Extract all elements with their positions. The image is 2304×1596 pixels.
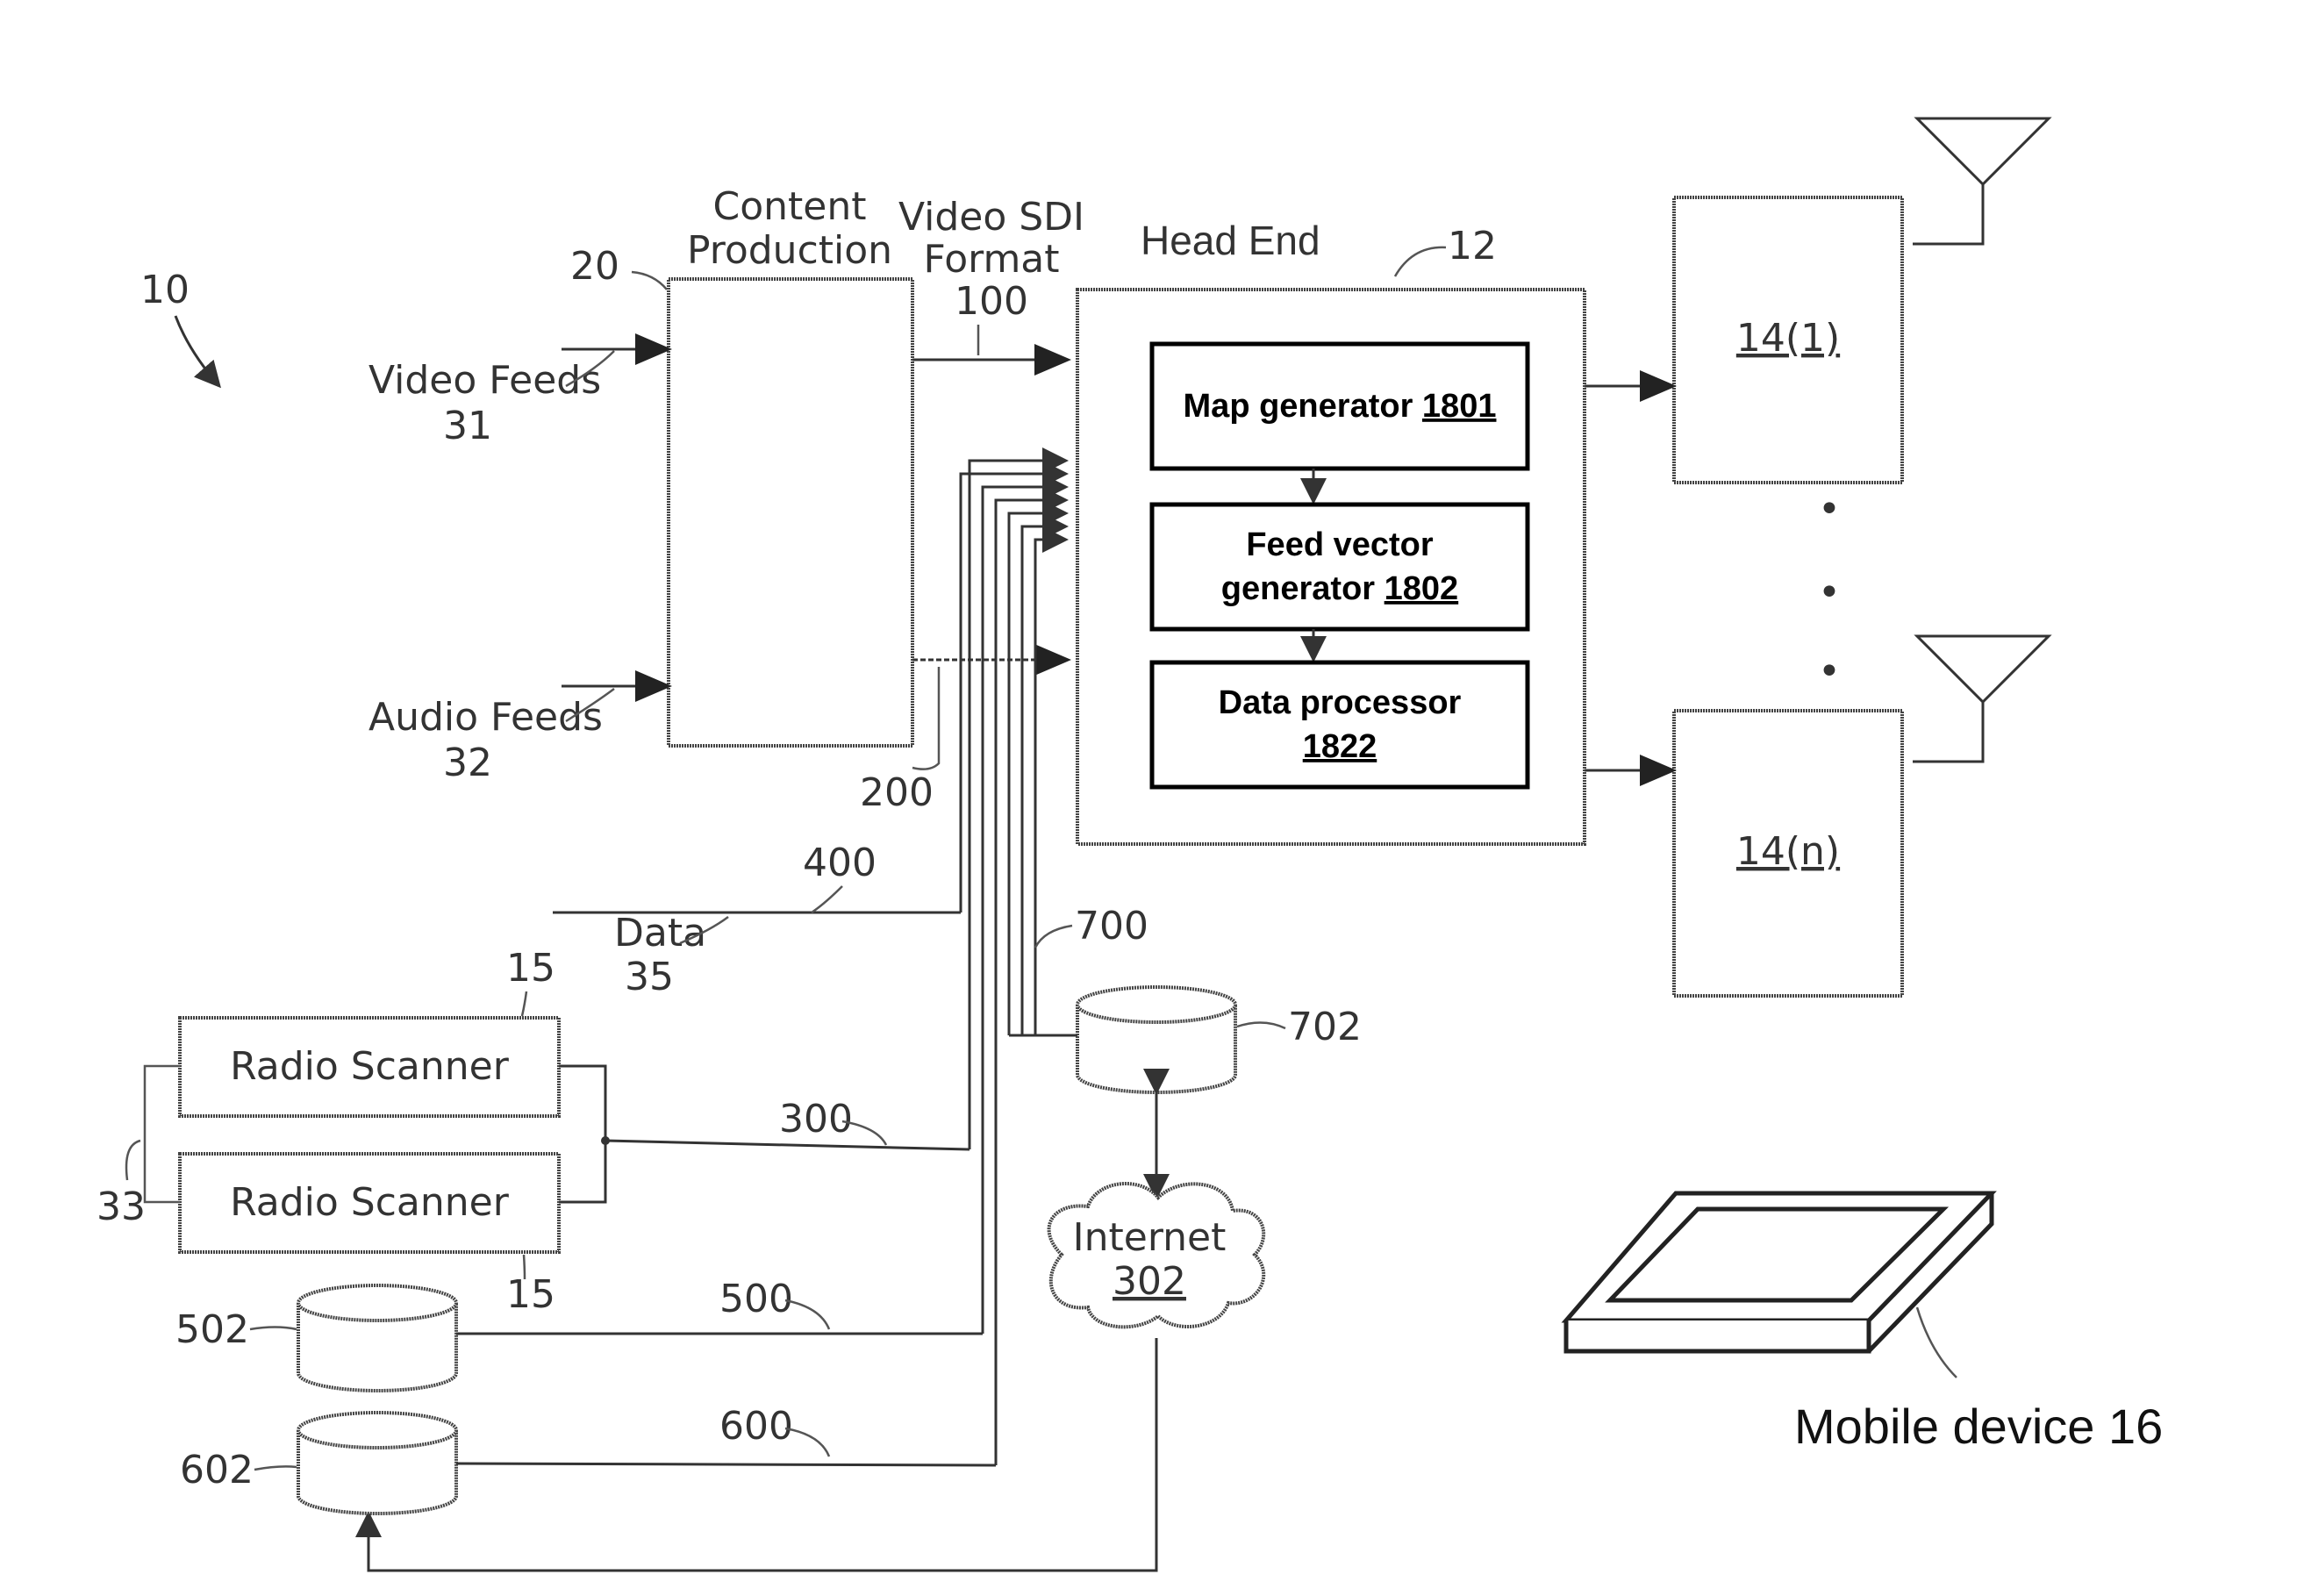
content-production-box [669,279,912,746]
feed-vector-line2-group: generator 1802 [1221,570,1458,607]
content-production-title-line1: Content [713,184,867,229]
mobile-device-icon [1566,1193,1992,1351]
ref-702: 702 [1288,1005,1362,1049]
radio-scanner-1-label: Radio Scanner [230,1044,510,1089]
database-502-icon [298,1285,456,1391]
ref-15-top: 15 [506,946,555,991]
internet-ref: 302 [1113,1259,1186,1304]
ellipsis-dot-1: • [1818,487,1841,532]
ref-200-leader [912,667,939,769]
ref-400-leader [812,886,842,913]
audio-feeds-ref: 32 [443,741,492,785]
content-production-ref: 20 [570,244,619,289]
feed-vector-generator-box [1152,505,1528,629]
ref-15-bottom: 15 [506,1272,555,1317]
database-602-icon [298,1413,456,1514]
system-ref-arrow [175,316,219,386]
data-label: Data [614,911,706,955]
video-sdi-ref: 100 [955,279,1028,324]
feed-vector-line2: generator [1221,570,1375,607]
ref-33: 33 [97,1184,146,1229]
ref-15-bottom-leader [524,1255,525,1279]
line-600-bus [996,500,1066,1465]
video-feeds-ref: 31 [443,404,492,448]
ref-33-leader [126,1141,140,1180]
ref-500: 500 [719,1277,793,1321]
mobile-device-label: Mobile device 16 [1794,1399,2163,1454]
scanner-bracket-right [559,1066,605,1202]
internet-label: Internet [1073,1215,1227,1260]
ref-300: 300 [779,1097,853,1142]
radio-scanner-2-label: Radio Scanner [230,1180,510,1225]
line-700-bus [1009,513,1066,1035]
line-700b-bus [1022,526,1066,1035]
line-300 [605,1141,970,1149]
map-generator-text: Map generator [1184,388,1413,425]
antenna-n-icon [1913,636,2049,762]
feed-vector-line1: Feed vector [1246,526,1434,563]
head-end-ref-leader [1395,247,1446,276]
ellipsis-dot-3: • [1818,649,1841,694]
scanner-bracket-left [145,1066,180,1202]
data-ref: 35 [625,955,674,999]
database-702-icon [1077,987,1235,1092]
line-600 [456,1464,996,1465]
ref-502-leader [250,1328,297,1330]
line-702-bus [1035,540,1066,1035]
antenna-1-icon [1913,118,2049,244]
ref-600: 600 [719,1404,793,1449]
data-processor-label: Data processor [1219,684,1462,721]
ref-602: 602 [180,1448,254,1492]
internet-to-602-link [368,1338,1156,1571]
ellipsis-dot-2: • [1818,570,1841,615]
system-ref: 10 [140,268,190,312]
ref-602-leader [254,1466,297,1470]
transmitter-1-label: 14(1) [1736,316,1840,361]
head-end-title: Head End [1141,218,1320,263]
ref-502: 502 [175,1307,249,1352]
map-generator-label: Map generator 1801 [1184,388,1497,425]
video-sdi-line1: Video SDI [898,195,1084,240]
map-generator-ref: 1801 [1422,388,1497,425]
transmitter-n-label: 14(n) [1736,829,1840,874]
ref-702-leader [1237,1022,1285,1028]
head-end-ref: 12 [1448,224,1497,268]
ref-400: 400 [803,841,877,885]
mobile-device-leader [1917,1307,1957,1378]
content-production-ref-leader [632,272,667,290]
ref-700: 700 [1075,904,1148,948]
audio-feeds-label: Audio Feeds [368,695,603,740]
feed-vector-ref: 1802 [1385,570,1459,607]
video-feeds-label: Video Feeds [368,358,601,403]
video-sdi-line2: Format [923,237,1059,282]
content-production-title-line2: Production [687,228,892,273]
ref-15-top-leader [522,991,526,1016]
ref-200: 200 [860,770,934,815]
data-processor-box [1152,662,1528,787]
ref-700-leader [1035,926,1072,948]
data-processor-ref: 1822 [1303,728,1377,765]
